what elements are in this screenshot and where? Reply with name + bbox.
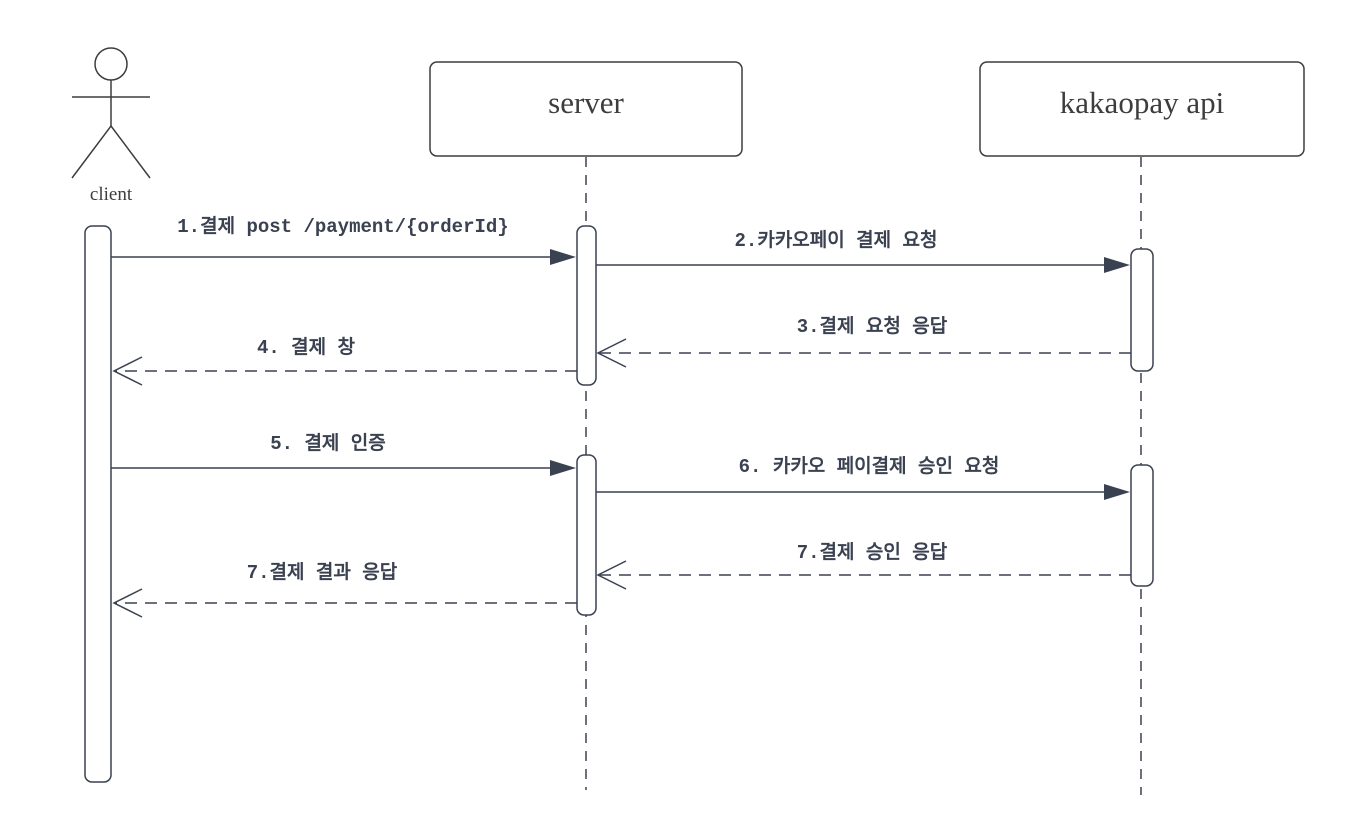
kakaopay-activation-bar-2 xyxy=(1130,464,1154,587)
message-8-label: 7.결제 결과 응답 xyxy=(247,561,398,584)
message-8: 7.결제 결과 응답 xyxy=(112,561,577,618)
message-7: 7.결제 승인 응답 xyxy=(596,541,1131,590)
open-arrowhead-icon xyxy=(596,338,627,368)
server-participant-label: server xyxy=(548,85,624,120)
kakaopay-participant: kakaopay api xyxy=(979,61,1305,157)
message-7-label: 7.결제 승인 응답 xyxy=(797,541,948,564)
message-4-label: 4. 결제 창 xyxy=(257,336,356,359)
server-activation-bar-1 xyxy=(576,225,597,386)
message-2-label: 2.카카오페이 결제 요청 xyxy=(735,229,938,252)
message-1: 1.결제 post /payment/{orderId} xyxy=(111,215,576,265)
client-activation-bar xyxy=(84,225,112,783)
message-6: 6. 카카오 페이결제 승인 요청 xyxy=(596,455,1130,500)
message-5: 5. 결제 인증 xyxy=(111,432,576,476)
open-arrowhead-icon xyxy=(112,588,143,618)
client-actor-icon xyxy=(71,47,151,179)
filled-arrowhead-icon xyxy=(1104,257,1130,273)
filled-arrowhead-icon xyxy=(1104,484,1130,500)
message-3-label: 3.결제 요청 응답 xyxy=(797,315,948,338)
message-2: 2.카카오페이 결제 요청 xyxy=(596,229,1130,273)
filled-arrowhead-icon xyxy=(550,249,576,265)
message-5-label: 5. 결제 인증 xyxy=(270,432,386,455)
open-arrowhead-icon xyxy=(596,560,627,590)
message-6-label: 6. 카카오 페이결제 승인 요청 xyxy=(739,455,1000,478)
message-4: 4. 결제 창 xyxy=(112,336,577,386)
client-actor-label: client xyxy=(90,184,133,205)
server-activation-bar-2 xyxy=(576,454,597,616)
open-arrowhead-icon xyxy=(112,356,143,386)
message-1-label: 1.결제 post /payment/{orderId} xyxy=(177,215,508,238)
filled-arrowhead-icon xyxy=(550,460,576,476)
kakaopay-activation-bar-1 xyxy=(1130,248,1154,372)
message-3: 3.결제 요청 응답 xyxy=(596,315,1131,368)
server-participant: server xyxy=(429,61,743,157)
kakaopay-participant-label: kakaopay api xyxy=(1060,85,1225,120)
